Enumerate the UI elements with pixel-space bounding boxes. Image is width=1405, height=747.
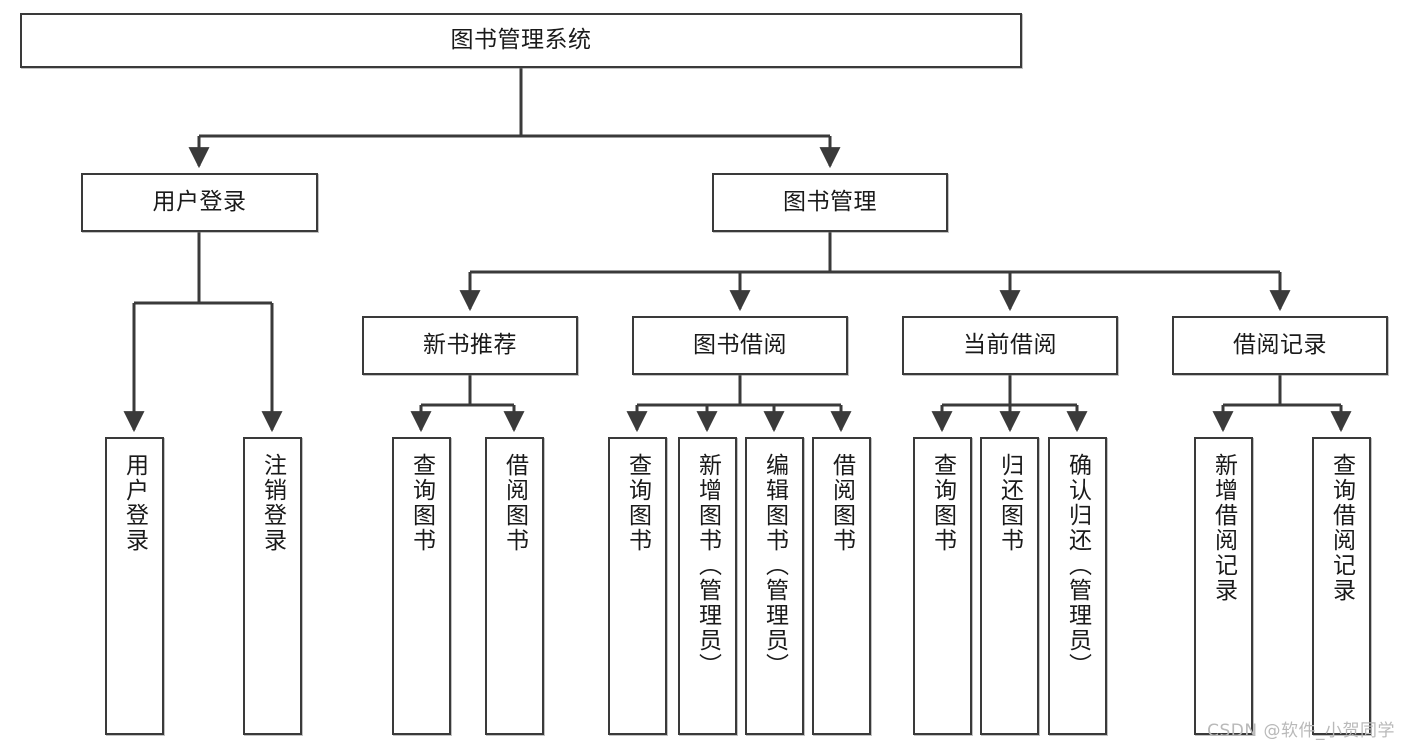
leaf-borrow-record-add-record[interactable]: 新增借阅记录 xyxy=(1194,437,1253,735)
leaf-book-borrow-borrow-books[interactable]: 借阅图书 xyxy=(812,437,871,735)
node-label: 新书推荐 xyxy=(423,331,517,358)
node-label: 借阅图书 xyxy=(501,453,528,553)
node-label: 图书借阅 xyxy=(693,331,787,358)
leaf-borrow-record-query-record[interactable]: 查询借阅记录 xyxy=(1312,437,1371,735)
leaf-user-login-sign-in[interactable]: 用户登录 xyxy=(105,437,164,735)
leaf-new-book-borrow-books[interactable]: 借阅图书 xyxy=(485,437,544,735)
node-root-book-management-system[interactable]: 图书管理系统 xyxy=(20,13,1022,68)
node-label: 借阅记录 xyxy=(1233,331,1327,358)
node-label: 用户登录 xyxy=(152,188,247,215)
leaf-current-borrow-query-books[interactable]: 查询图书 xyxy=(913,437,972,735)
node-label: 当前借阅 xyxy=(963,331,1057,358)
leaf-new-book-query-books[interactable]: 查询图书 xyxy=(392,437,451,735)
node-label: 新增借阅记录 xyxy=(1210,453,1237,603)
node-user-login[interactable]: 用户登录 xyxy=(81,173,318,232)
node-book-management[interactable]: 图书管理 xyxy=(712,173,948,232)
node-book-borrowing[interactable]: 图书借阅 xyxy=(632,316,848,375)
leaf-user-login-sign-out[interactable]: 注销登录 xyxy=(243,437,302,735)
node-label: 编辑图书（管理员） xyxy=(761,453,788,678)
leaf-current-borrow-return-books[interactable]: 归还图书 xyxy=(980,437,1039,735)
node-borrowing-record[interactable]: 借阅记录 xyxy=(1172,316,1388,375)
node-label: 确认归还（管理员） xyxy=(1064,453,1091,678)
node-label: 归还图书 xyxy=(996,453,1023,553)
node-label: 查询图书 xyxy=(624,453,651,553)
node-label: 用户登录 xyxy=(121,453,148,553)
node-new-book-recommendation[interactable]: 新书推荐 xyxy=(362,316,578,375)
leaf-current-borrow-confirm-return-admin[interactable]: 确认归还（管理员） xyxy=(1048,437,1107,735)
node-label: 图书管理 xyxy=(783,188,877,215)
leaf-book-borrow-edit-book-admin[interactable]: 编辑图书（管理员） xyxy=(745,437,804,735)
leaf-book-borrow-add-book-admin[interactable]: 新增图书（管理员） xyxy=(678,437,737,735)
node-label: 查询图书 xyxy=(408,453,435,553)
node-label: 注销登录 xyxy=(259,453,286,553)
node-label: 借阅图书 xyxy=(828,453,855,553)
node-label: 图书管理系统 xyxy=(450,26,592,53)
node-label: 查询图书 xyxy=(929,453,956,553)
csdn-watermark: CSDN @软件_小贺同学 xyxy=(1207,721,1395,741)
leaf-book-borrow-query-books[interactable]: 查询图书 xyxy=(608,437,667,735)
node-current-borrowing[interactable]: 当前借阅 xyxy=(902,316,1118,375)
node-label: 新增图书（管理员） xyxy=(694,453,721,678)
node-label: 查询借阅记录 xyxy=(1328,453,1355,603)
